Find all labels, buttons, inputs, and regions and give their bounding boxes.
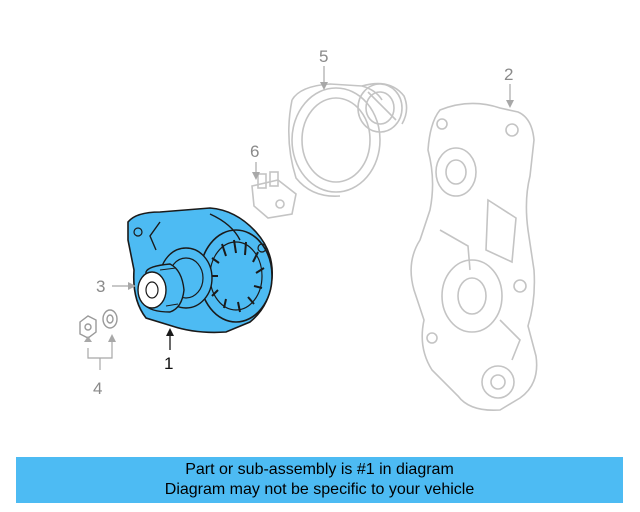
callout-4: 4: [93, 379, 102, 398]
callout-1: 1: [164, 354, 173, 373]
part-5-pulley: [288, 82, 408, 197]
callout-5: 5: [319, 47, 328, 66]
leader-lines: [84, 66, 514, 370]
part-4-nut-washer: [79, 309, 118, 339]
banner-line-1: Part or sub-assembly is #1 in diagram: [185, 461, 454, 478]
part-3-drive-pulley[interactable]: [137, 263, 185, 313]
callout-3: 3: [96, 277, 105, 296]
part-1-alternator[interactable]: [127, 207, 273, 334]
callout-6: 6: [250, 142, 259, 161]
callout-2: 2: [504, 65, 513, 84]
part-6-sensor: [251, 171, 297, 219]
banner-line-2: Diagram may not be specific to your vehi…: [164, 481, 475, 498]
part-2-front-cover: [410, 102, 538, 412]
info-banner: Part or sub-assembly is #1 in diagram Di…: [16, 457, 623, 503]
parts-diagram: 1 2 3 4 5 6: [79, 47, 538, 412]
